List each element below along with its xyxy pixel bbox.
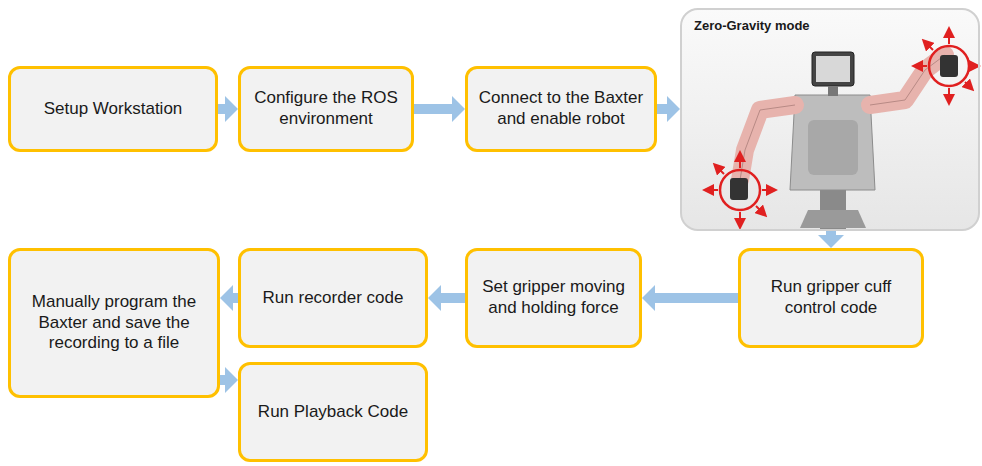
process-box: Configure the ROS environment (238, 66, 414, 152)
arrow-shaft (657, 104, 668, 114)
arrow-head (220, 285, 233, 311)
process-box: Manually program the Baxter and save the… (8, 248, 220, 398)
flow-arrow (220, 285, 238, 311)
arrow-head (452, 96, 465, 122)
arrow-head (667, 96, 680, 122)
arrow-shaft (414, 104, 453, 114)
box-label: Manually program the Baxter and save the… (21, 292, 207, 354)
arrow-shaft (654, 293, 738, 303)
flow-arrow (818, 231, 844, 248)
arrow-shaft (440, 293, 465, 303)
box-label: Run Playback Code (258, 402, 408, 423)
process-box: Set gripper moving and holding force (465, 248, 642, 348)
arrow-head (818, 235, 844, 248)
process-box: Run recorder code (238, 248, 428, 348)
process-box: Connect to the Baxter and enable robot (465, 66, 657, 152)
arrow-shaft (218, 104, 226, 114)
flow-arrow (220, 367, 238, 393)
box-label: Configure the ROS environment (251, 88, 401, 129)
panel-title: Zero-Gravity mode (694, 18, 810, 33)
flow-arrow (414, 96, 465, 122)
flow-arrow (642, 285, 738, 311)
arrow-head (225, 367, 238, 393)
flow-arrow (218, 96, 238, 122)
process-box: Run gripper cuff control code (738, 248, 924, 348)
process-box: Setup Workstation (8, 66, 218, 152)
box-label: Run gripper cuff control code (751, 277, 911, 318)
box-label: Run recorder code (263, 288, 404, 309)
process-box: Run Playback Code (238, 362, 428, 462)
box-label: Connect to the Baxter and enable robot (478, 88, 644, 129)
flow-arrow (428, 285, 465, 311)
zero-gravity-panel: Zero-Gravity mode (680, 8, 980, 231)
flow-arrow (657, 96, 680, 122)
arrow-head (642, 285, 655, 311)
box-label: Set gripper moving and holding force (478, 277, 629, 318)
box-label: Setup Workstation (44, 99, 183, 120)
arrow-head (428, 285, 441, 311)
arrow-head (225, 96, 238, 122)
